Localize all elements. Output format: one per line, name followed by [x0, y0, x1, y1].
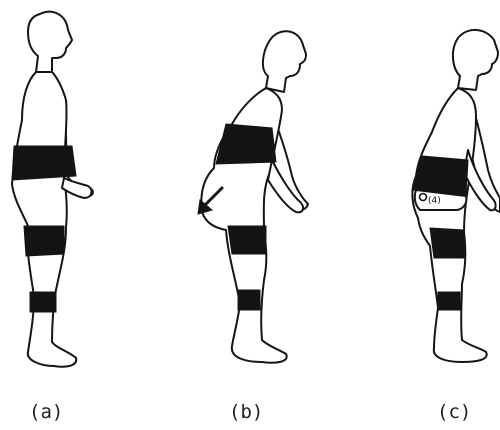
- figure-c-thigh-band: [430, 228, 464, 258]
- figure-c-pelvic-band: (4): [412, 30, 500, 362]
- figure-a-body: [12, 72, 76, 367]
- figure-b-waist-band: [216, 124, 276, 164]
- figure-c-hip-label: (4): [428, 196, 441, 206]
- figure-a-upright: [12, 12, 93, 367]
- caption-a: (a): [29, 401, 63, 423]
- figure-a-thigh-band: [24, 226, 64, 256]
- figure-b-leaning: [198, 31, 308, 362]
- caption-b: (b): [229, 401, 263, 423]
- figure-c-head: [453, 30, 498, 90]
- figure-b-thigh-band: [228, 226, 266, 254]
- figure-a-waist-band: [12, 146, 76, 180]
- figure-c-body: [412, 88, 486, 362]
- figure-c-knee-band: [438, 292, 460, 310]
- caption-c: (c): [437, 401, 471, 423]
- figure-b-knee-band: [238, 290, 260, 310]
- figure-a-knee-band: [30, 292, 56, 312]
- figure-a-head: [28, 12, 72, 72]
- figure-b-head: [263, 31, 306, 92]
